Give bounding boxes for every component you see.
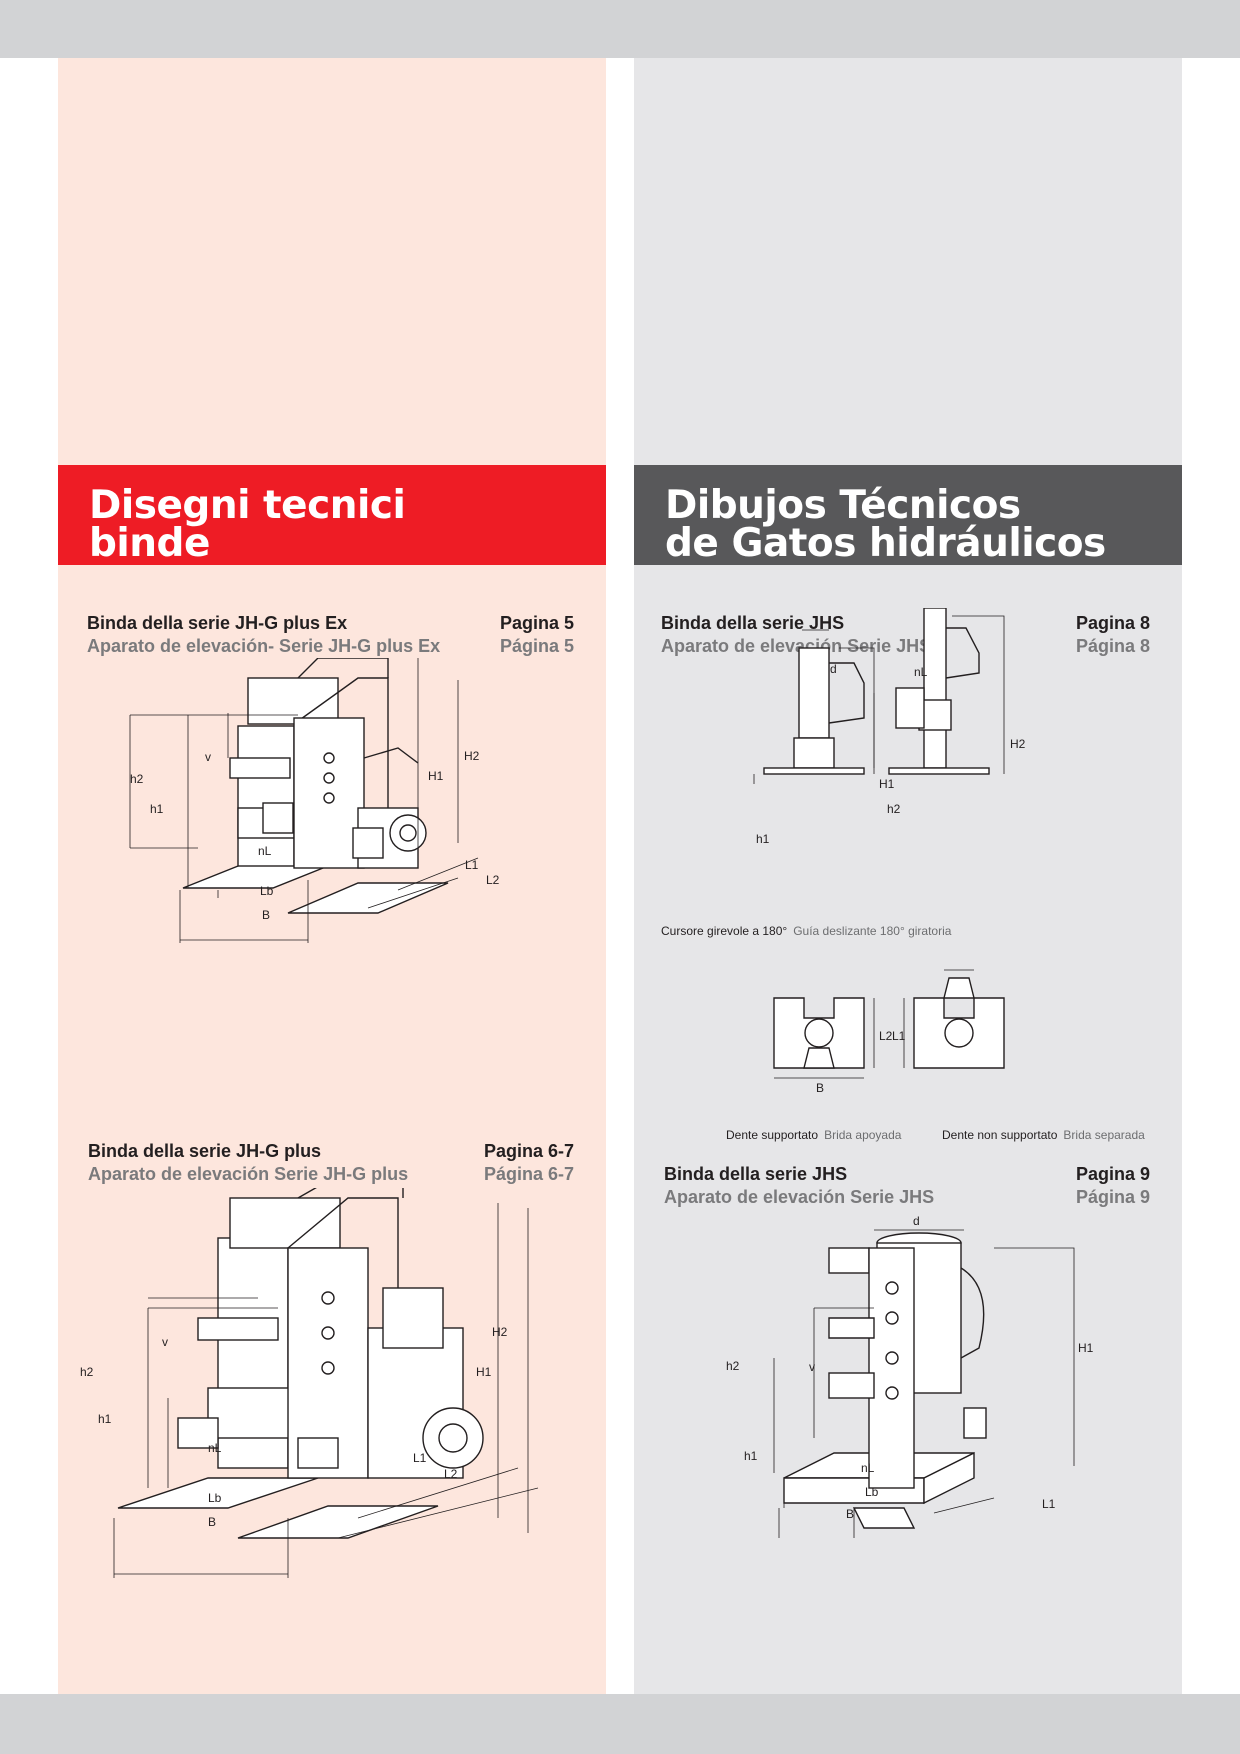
dim-d-1: d	[830, 662, 837, 676]
right-sec2-title-it: Binda della serie JHS	[664, 1164, 848, 1184]
right-sec1-title-it: Binda della serie JHS	[661, 613, 845, 633]
unsupported-caption-es: Brida separada	[1063, 1128, 1145, 1142]
dim-L1-1: L1	[465, 858, 479, 872]
dim-B-1: B	[262, 908, 270, 922]
dim-d-2: d	[913, 1214, 920, 1228]
unsupported-caption-it: Dente non supportato	[942, 1128, 1058, 1142]
dim-v-1: v	[205, 750, 211, 764]
right-sec1-heading: Binda della serie JHS Aparato de elevaci…	[661, 612, 931, 658]
right-sec2-title-es: Aparato de elevación Serie JHS	[664, 1187, 935, 1207]
dim-v-2: v	[162, 1335, 168, 1349]
dim-h2-2: h2	[80, 1365, 94, 1379]
right-sec2-page-it: Pagina 9	[1075, 1164, 1150, 1184]
dim-h2-4: h2	[726, 1359, 740, 1373]
dim-v-3: v	[809, 1360, 815, 1374]
dim-L2-1: L2	[486, 873, 500, 887]
rotating-caption-es: Guía deslizante 180° giratoria	[793, 924, 952, 938]
rotating-caption: Cursore girevole a 180° Guía deslizante 1…	[661, 924, 951, 938]
dim-L2-2: L2	[444, 1467, 458, 1481]
dim-h1-2: h1	[98, 1412, 112, 1426]
right-banner: Dibujos Técnicos de Gatos hidráulicos	[634, 465, 1182, 565]
dim-B-3: B	[816, 1081, 824, 1095]
dim-h1-4: h1	[744, 1449, 758, 1463]
left-sec2-page-it: Pagina 6-7	[483, 1141, 574, 1161]
dim-H1-1: H1	[428, 769, 444, 783]
jhg-plus-drawing: h2 h1 v H1 H2 nL L1 L2 Lb B	[80, 1188, 539, 1578]
left-sec1-heading: Binda della serie JH-G plus Ex Aparato d…	[87, 612, 440, 658]
left-sec1-title-es: Aparato de elevación- Serie JH-G plus Ex	[87, 636, 441, 656]
dim-h2-1: h2	[130, 772, 144, 786]
left-sec1-title-it: Binda della serie JH-G plus Ex	[87, 613, 348, 633]
left-sec2-heading: Binda della serie JH-G plus Aparato de e…	[88, 1140, 408, 1186]
right-sec1-title-es: Aparato de elevación Serie JHS	[661, 636, 932, 656]
right-sec1-page: Pagina 8 Página 8	[1076, 612, 1150, 658]
jhs-front-side-drawing: d nL H2 H1 h2 h1	[753, 608, 1026, 846]
dim-h1-3: h1	[756, 832, 770, 846]
right-sec2-heading: Binda della serie JHS Aparato de elevaci…	[664, 1163, 934, 1209]
dim-h1-1: h1	[150, 802, 164, 816]
left-sec2-title-es: Aparato de elevación Serie JH-G plus	[88, 1164, 409, 1184]
dim-H1-3: H1	[879, 777, 895, 791]
dim-Lb-2: Lb	[208, 1491, 222, 1505]
unsupported-caption: Dente non supportato Brida separada	[942, 1128, 1145, 1142]
left-column: Disegni tecnici binde Binda della serie …	[58, 58, 606, 1694]
left-sec1-page: Pagina 5 Página 5	[500, 612, 574, 658]
right-column: Dibujos Técnicos de Gatos hidráulicos Bi…	[634, 58, 1182, 1694]
rotating-caption-it: Cursore girevole a 180°	[661, 924, 788, 938]
dim-B-2: B	[208, 1515, 216, 1529]
dim-H2-2: H2	[492, 1325, 508, 1339]
rotating-slider-drawing: B L2 Lb L1	[773, 968, 1005, 1095]
dim-L1-4: L1	[1042, 1497, 1056, 1511]
supported-caption-it: Dente supportato	[726, 1128, 819, 1142]
left-banner-title-1: Disegni tecnici	[89, 483, 406, 528]
right-sec2-page: Pagina 9 Página 9	[1076, 1163, 1150, 1209]
dim-L1-3: L1	[892, 1029, 906, 1043]
left-banner-title-2: binde	[89, 521, 210, 566]
dim-Lb-1: Lb	[260, 884, 274, 898]
left-banner: Disegni tecnici binde	[58, 465, 606, 565]
right-sec1-page-es: Página 8	[1075, 636, 1150, 656]
left-sec1-page-es: Página 5	[499, 636, 574, 656]
supported-caption-es: Brida apoyada	[824, 1128, 902, 1142]
dim-nL-4: nL	[861, 1461, 875, 1475]
right-sec1-page-it: Pagina 8	[1075, 613, 1150, 633]
dim-L2-3: L2	[879, 1029, 893, 1043]
left-sec2-page-es: Página 6-7	[483, 1164, 574, 1184]
dim-h2-3: h2	[887, 802, 901, 816]
right-sec2-page-es: Página 9	[1075, 1187, 1150, 1207]
supported-caption: Dente supportato Brida apoyada	[726, 1128, 901, 1142]
dim-H1-2: H1	[476, 1365, 492, 1379]
dim-nL-3: nL	[914, 665, 928, 679]
dim-nL-2: nL	[208, 1441, 222, 1455]
dim-H2-1: H2	[464, 749, 480, 763]
right-banner-title-2: de Gatos hidráulicos	[665, 521, 1106, 566]
left-sec2-page: Pagina 6-7 Página 6-7	[484, 1140, 574, 1186]
dim-B-4: B	[846, 1507, 854, 1521]
dim-nL-1: nL	[258, 844, 272, 858]
jhg-plus-ex-drawing: h2 h1 v H1 H2 nL L1 L2 Lb B	[129, 658, 500, 943]
dim-H1-4: H1	[1078, 1341, 1094, 1355]
dim-Lb-3: Lb	[950, 968, 964, 969]
dim-Lb-4: Lb	[865, 1485, 879, 1499]
right-banner-title-1: Dibujos Técnicos	[665, 483, 1021, 528]
left-sec2-title-it: Binda della serie JH-G plus	[88, 1141, 322, 1161]
top-band	[0, 0, 1240, 58]
dim-L1-2: L1	[413, 1451, 427, 1465]
bottom-band	[0, 1694, 1240, 1754]
dim-H2-3: H2	[1010, 737, 1026, 751]
left-sec1-page-it: Pagina 5	[499, 613, 574, 633]
jhs-3d-drawing: d v h2 h1 nL H1 L1 Lb B	[726, 1214, 1094, 1538]
